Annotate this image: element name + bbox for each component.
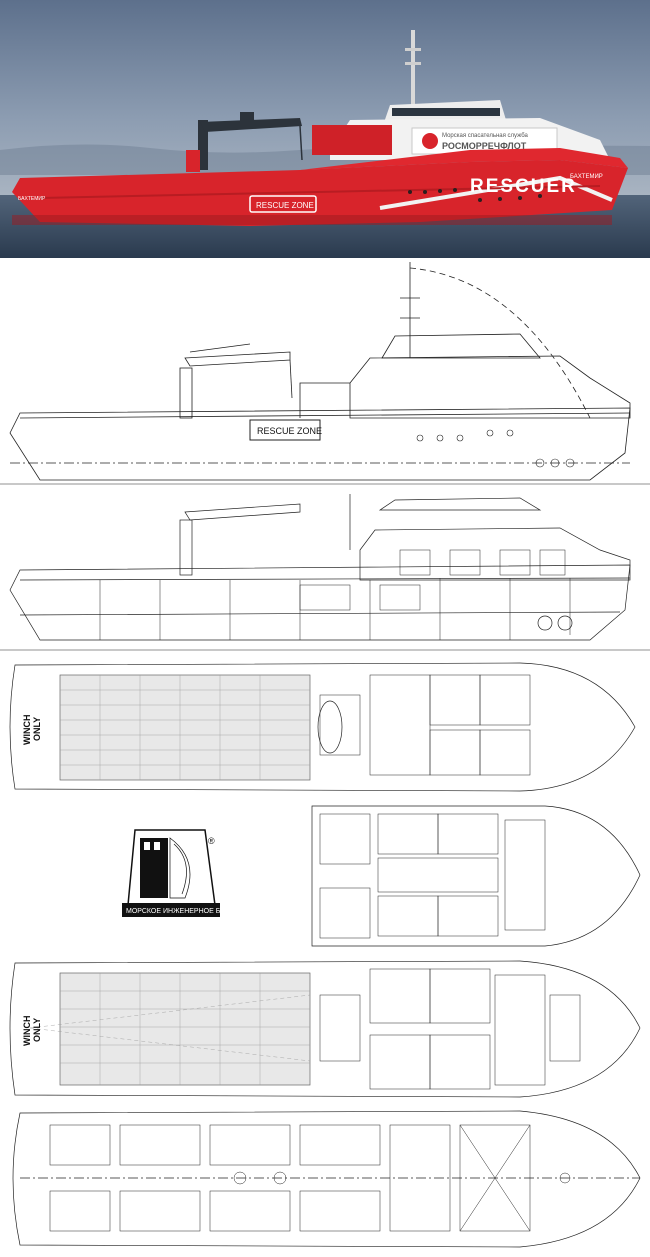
bureau-logo: МОРСКОЕ ИНЖЕНЕРНОЕ БЮРО ® <box>122 829 238 917</box>
inboard-hull <box>9 564 631 641</box>
tank-top-plan <box>0 1105 650 1257</box>
lower-deck-outline <box>9 960 641 1098</box>
lower-deck-plan: WINCH ONLY <box>0 955 650 1105</box>
profile-hull <box>9 407 631 481</box>
main-deck-plan: WINCH ONLY <box>0 655 650 800</box>
rescue-zone-text: RESCUE ZONE <box>256 201 314 210</box>
stern-name: БАХТЕМИР <box>18 196 46 202</box>
outboard-profile-drawing: RESCUE ZONE <box>0 258 650 490</box>
main-deck-winch-label-1: WINCH <box>22 715 32 746</box>
tank-top-outline <box>12 1110 641 1248</box>
logo-and-upper-deck: МОРСКОЕ ИНЖЕНЕРНОЕ БЮРО ® <box>0 800 650 955</box>
logo-registered: ® <box>208 836 215 846</box>
profile-zone-label: RESCUE ZONE <box>257 426 322 436</box>
ship-name: БАХТЕМИР <box>570 174 603 180</box>
ship-photo: Морская спасательная служба РОСМОРРЕЧФЛО… <box>0 0 650 258</box>
logo-text: МОРСКОЕ ИНЖЕНЕРНОЕ БЮРО <box>126 908 238 915</box>
main-deck-winch-label-2: ONLY <box>32 717 42 741</box>
lower-deck-winch-label-2: ONLY <box>32 1018 42 1042</box>
main-deck-outline <box>9 662 636 792</box>
rescue-zone-frame <box>249 195 317 213</box>
crane <box>198 120 208 170</box>
upper-deck-outline <box>311 805 641 947</box>
bridge-text: РОСМОРРЕЧФЛОТ <box>442 141 527 151</box>
bridge-text-ru: Морская спасательная служба <box>442 133 529 139</box>
inboard-profile-drawing <box>0 490 650 655</box>
lower-deck-winch-label-1: WINCH <box>22 1016 32 1047</box>
hull-text: RESCUER <box>470 176 577 197</box>
